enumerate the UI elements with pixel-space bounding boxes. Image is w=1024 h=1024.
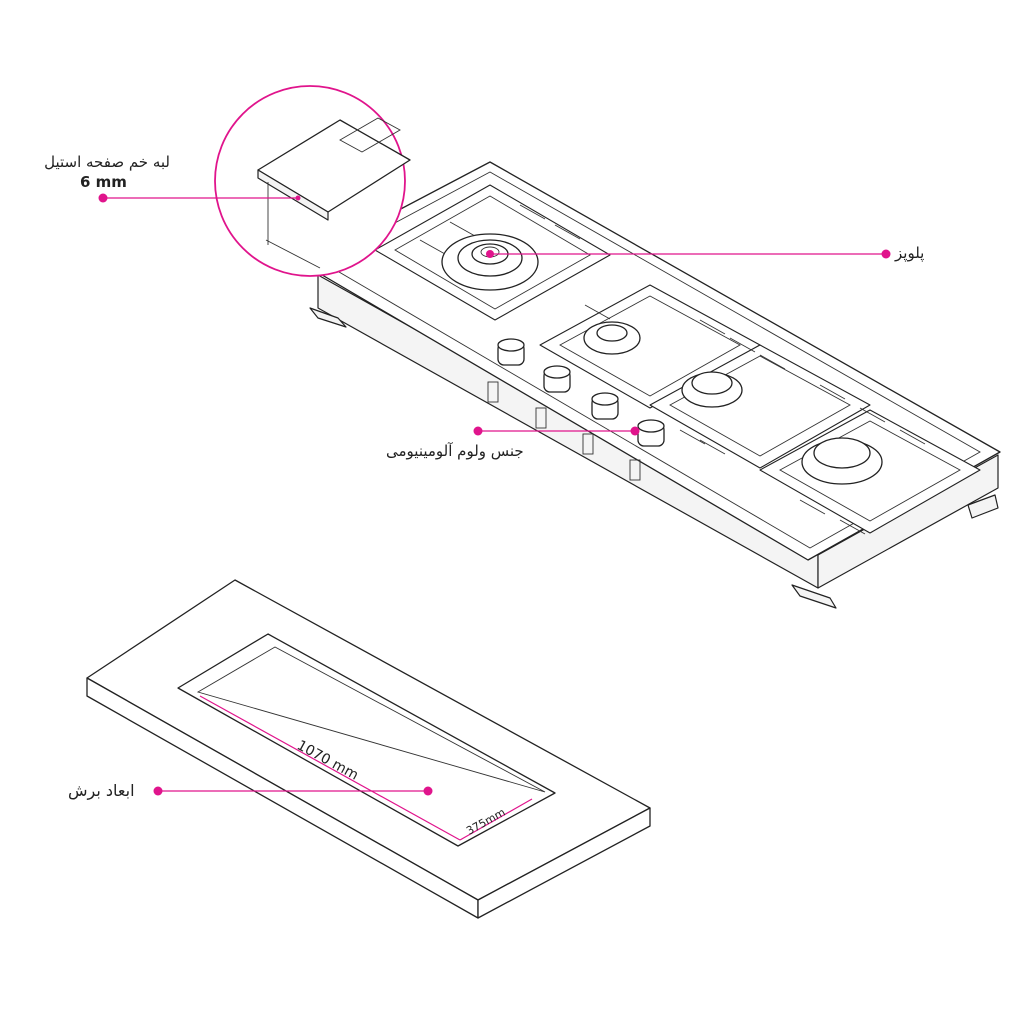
control-knobs [497, 338, 665, 447]
gas-hob-drawing [214, 85, 1001, 609]
cutout-dot-right [423, 786, 433, 796]
knob-dot-left [473, 426, 483, 436]
cutout-outer [177, 633, 556, 847]
burner-dot [881, 249, 891, 259]
countertop-right-edge [477, 807, 651, 919]
cutout-inner-edge [196, 646, 546, 793]
knob-dot-right [630, 426, 640, 436]
cutout-dimensions-title: ابعاد برش [68, 781, 135, 800]
cutout-dot-left [153, 786, 163, 796]
hob-feet [309, 307, 999, 609]
steel-edge-magnifier [214, 85, 411, 277]
front-side-details [487, 381, 641, 481]
callout-leaders [98, 193, 891, 796]
knob-material-title: جنس ولوم آلومینیومی [386, 442, 524, 460]
hob-top-inner-rim [321, 171, 981, 549]
steel-edge-value: 6 mm [80, 173, 127, 191]
countertop-drawing: 1070 mm 375mm [86, 579, 651, 919]
burners [441, 233, 883, 485]
steel-edge-title: لبه خم صفحه استیل [44, 153, 170, 171]
burner-title: پلوپز [895, 244, 925, 262]
steel-edge-dot [98, 193, 108, 203]
